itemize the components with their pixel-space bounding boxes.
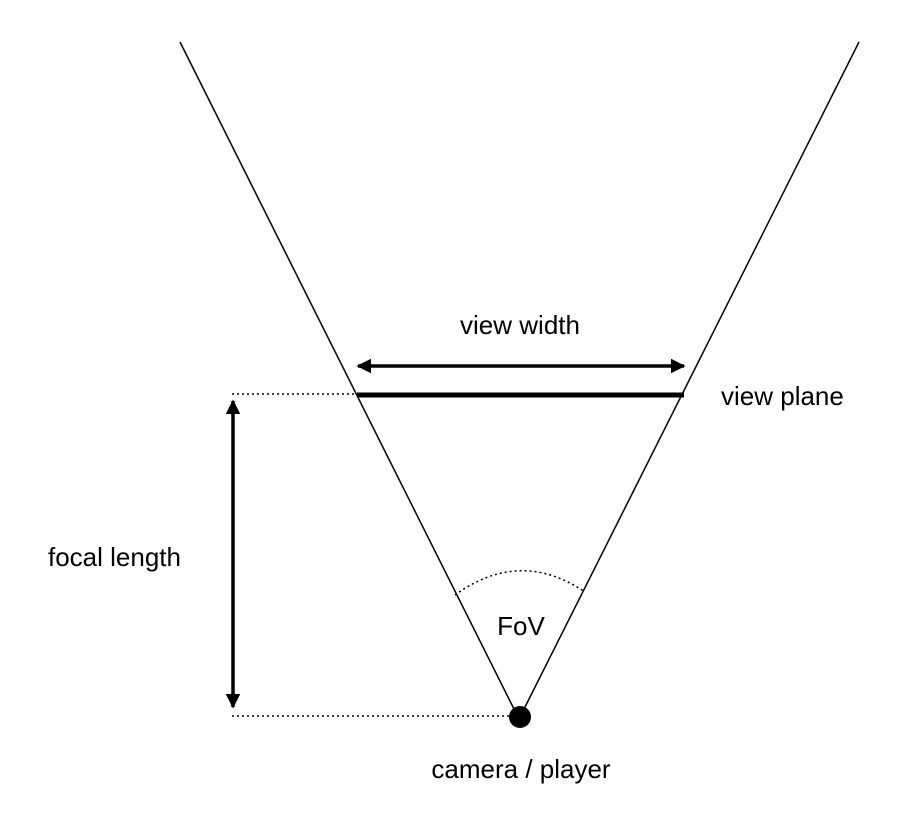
focal-length-label: focal length [48,542,181,572]
frustum-right-edge [520,41,860,716]
fov-label: FoV [497,611,545,641]
camera-label: camera / player [431,754,611,784]
frustum-left-edge [179,41,518,716]
view-plane-label: view plane [721,381,844,411]
camera-dot [509,706,531,728]
view-width-label: view width [460,310,580,340]
fov-arc [454,570,586,596]
